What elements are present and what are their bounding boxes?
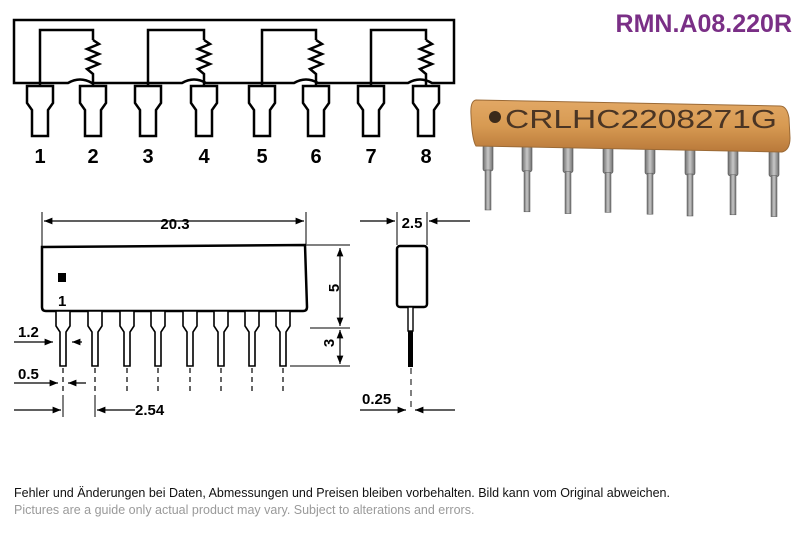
front-view-drawing: 1 20.3 5 3 1.2 0.5 2.54 xyxy=(14,212,350,419)
front-lead xyxy=(213,310,229,367)
lead-shoulder xyxy=(562,146,574,173)
schematic-pin xyxy=(25,84,55,138)
lead-shoulder xyxy=(684,148,696,176)
schematic-diagram: 1 2 3 4 5 6 7 8 xyxy=(12,18,456,168)
pin1-label: 1 xyxy=(58,293,66,310)
resistor-symbol xyxy=(194,38,214,86)
schematic-wire xyxy=(260,28,318,86)
front-body xyxy=(40,243,309,313)
lead-pin xyxy=(686,173,694,217)
lead-shoulder xyxy=(644,147,656,175)
pin-number: 6 xyxy=(310,146,321,168)
schematic-wire xyxy=(146,28,206,86)
schematic-pin xyxy=(78,84,108,138)
resistor-symbol xyxy=(416,38,436,86)
resistor-network-drawing: 1 2 3 4 5 6 7 8 CRLHC2208271G 1 20.3 5 3 1.2 xyxy=(12,18,791,419)
resistor-symbol xyxy=(306,38,326,86)
schematic-pin xyxy=(189,84,219,138)
pin-number: 2 xyxy=(87,146,98,168)
lead-pin xyxy=(523,170,531,213)
dim-lead-width: 0.5 xyxy=(18,366,39,383)
dim-thickness: 2.5 xyxy=(402,215,423,232)
schematic-pin xyxy=(133,84,163,138)
schematic-wire xyxy=(369,28,428,86)
dim-body-height: 5 xyxy=(326,284,343,292)
front-lead xyxy=(87,310,103,367)
product-code-title: RMN.A08.220R xyxy=(615,10,792,38)
front-lead xyxy=(275,310,291,367)
disclaimer-english: Pictures are a guide only actual product… xyxy=(14,503,475,517)
pin1-marker xyxy=(58,273,66,282)
lead-shoulder xyxy=(602,147,614,174)
component-photo: CRLHC2208271G xyxy=(470,99,791,217)
component-marking: CRLHC2208271G xyxy=(505,104,777,134)
dim-lead-thickness: 0.25 xyxy=(362,391,391,408)
component-body xyxy=(470,99,791,153)
disclaimer-german: Fehler und Änderungen bei Daten, Abmessu… xyxy=(14,486,670,500)
pin-number: 3 xyxy=(142,146,153,168)
front-lead xyxy=(119,310,135,367)
lead-shoulder xyxy=(768,150,780,177)
schematic-pin xyxy=(247,84,277,138)
lead-pin xyxy=(484,169,492,211)
lead-shoulder xyxy=(727,149,739,177)
front-lead xyxy=(182,310,198,367)
resistor-symbol xyxy=(83,38,103,86)
front-lead xyxy=(244,310,260,367)
dim-length: 20.3 xyxy=(160,216,189,233)
schematic-pin xyxy=(411,84,441,138)
pin-number: 4 xyxy=(198,146,210,168)
schematic-housing xyxy=(12,18,456,85)
side-lead-upper xyxy=(407,306,414,332)
dim-shoulder-width: 1.2 xyxy=(18,324,39,341)
lead-pin xyxy=(729,174,737,216)
dim-pitch: 2.54 xyxy=(135,402,165,419)
dim-lead-length: 3 xyxy=(321,339,338,347)
lead-pin xyxy=(604,172,612,213)
schematic-pin xyxy=(356,84,386,138)
side-lead-lower xyxy=(408,331,413,367)
marking-dot xyxy=(489,111,501,123)
schematic-wire xyxy=(38,28,95,86)
pin-number: 1 xyxy=(34,146,45,168)
side-body xyxy=(395,244,429,309)
front-lead xyxy=(150,310,166,367)
lead-shoulder xyxy=(482,144,494,172)
pin-number: 7 xyxy=(365,146,376,168)
lead-pin xyxy=(646,172,654,215)
pin-number: 5 xyxy=(256,146,267,168)
lead-pin xyxy=(770,175,778,217)
side-view-drawing: 2.5 0.25 xyxy=(360,212,470,414)
front-lead xyxy=(55,310,71,367)
pin-number: 8 xyxy=(420,146,431,168)
lead-pin xyxy=(564,171,572,214)
schematic-pin xyxy=(301,84,331,138)
lead-shoulder xyxy=(521,145,533,173)
